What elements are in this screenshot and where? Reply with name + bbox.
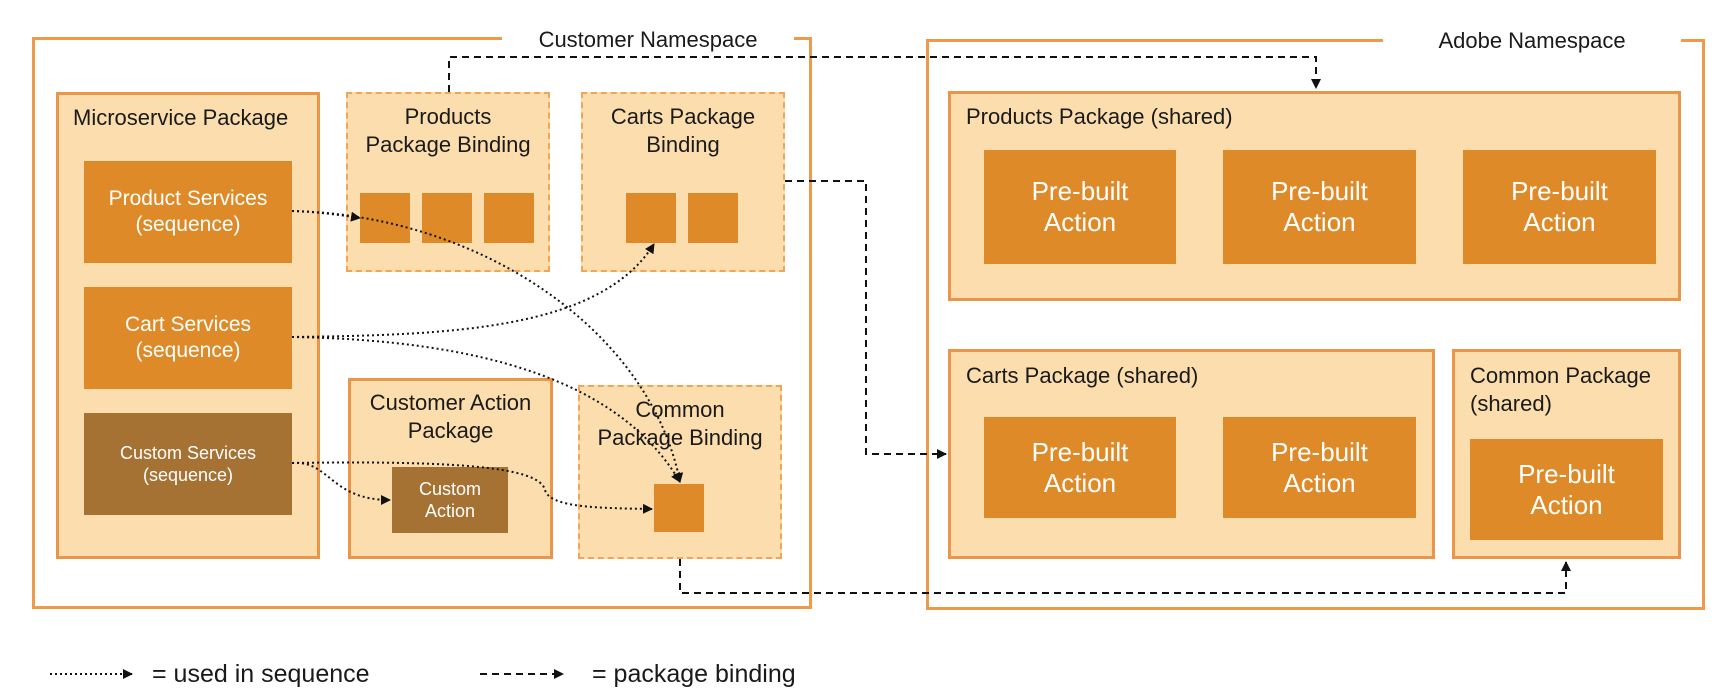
pre-built-action: Pre-built Action [984,417,1176,518]
products-package-binding: Products Package Binding [346,92,550,272]
carts-binding-slot [688,193,738,243]
custom-action: Custom Action [392,467,508,533]
pre-built-action: Pre-built Action [1463,150,1656,264]
carts-package-binding: Carts Package Binding [581,92,785,272]
legend-sequence-label: = used in sequence [152,660,370,688]
pre-built-action: Pre-built Action [984,150,1176,264]
carts-package-title: Carts Package (shared) [966,363,1199,388]
products-binding-slot [484,193,534,243]
cart-services-sequence: Cart Services (sequence) [84,287,292,389]
customer-namespace-title: Customer Namespace [502,25,794,55]
carts-binding-title: Carts Package Binding [610,104,756,157]
common-binding-title: Common Package Binding [597,397,763,450]
pre-built-action: Pre-built Action [1470,439,1663,540]
adobe-namespace-title: Adobe Namespace [1383,26,1681,56]
microservice-package-title: Microservice Package [73,105,289,130]
common-binding-slot [654,484,704,532]
products-binding-slot [360,193,410,243]
customer-action-package-title: Customer Action Package [369,390,532,443]
common-package-binding: Common Package Binding [578,385,782,559]
common-package-title: Common Package (shared) [1470,363,1651,416]
carts-binding-slot [626,193,676,243]
products-binding-slot [422,193,472,243]
legend-binding-label: = package binding [592,660,796,688]
custom-services-sequence: Custom Services (sequence) [84,413,292,515]
products-package-title: Products Package (shared) [966,104,1233,129]
pre-built-action: Pre-built Action [1223,417,1416,518]
product-services-sequence: Product Services (sequence) [84,161,292,263]
pre-built-action: Pre-built Action [1223,150,1416,264]
products-binding-title: Products Package Binding [365,104,531,157]
